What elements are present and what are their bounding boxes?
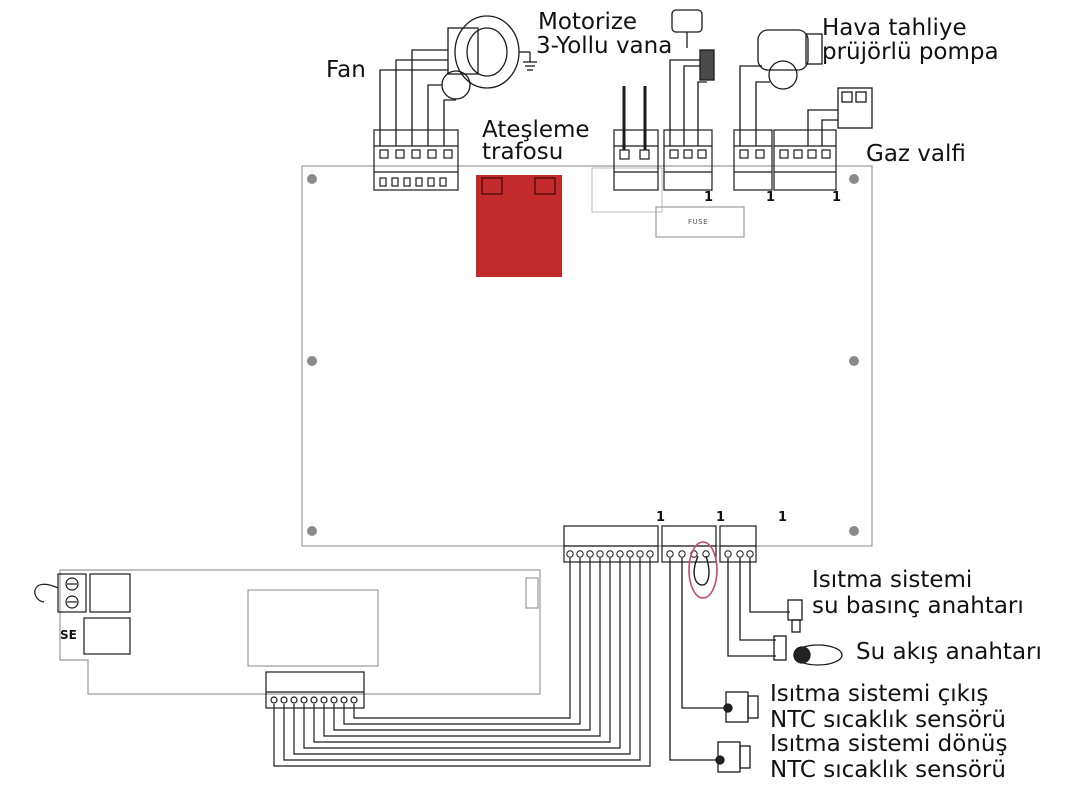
fan-wires xyxy=(379,49,456,146)
main-board xyxy=(301,165,873,547)
secondary-connector xyxy=(265,671,365,709)
mount-holes xyxy=(307,174,859,536)
pressure-switch xyxy=(787,599,803,633)
label-se: SE xyxy=(60,628,77,642)
label-flow-switch: Su akış anahtarı xyxy=(856,639,1042,665)
pump xyxy=(739,29,823,146)
ntc-return-sensor xyxy=(715,741,751,773)
label-fuse: FUSE xyxy=(688,218,709,226)
pump-connector xyxy=(733,129,773,191)
fuse-box xyxy=(655,206,745,238)
label-pump-line1: Hava tahliye xyxy=(822,15,967,41)
ignition-connector xyxy=(613,129,659,191)
pin-one-marker: 1 xyxy=(778,510,788,525)
gas-valve xyxy=(807,87,873,146)
pin-one-marker: 1 xyxy=(766,190,776,205)
pin-one-marker: 1 xyxy=(832,190,842,205)
ntc-out-sensor xyxy=(723,691,759,723)
bottom-connector-left xyxy=(563,525,659,563)
label-gas-valve: Gaz valfi xyxy=(866,141,966,167)
bottom-connector-right xyxy=(719,525,757,563)
gas-valve-connector xyxy=(773,129,837,191)
label-fan: Fan xyxy=(326,57,366,83)
harness-wires xyxy=(273,558,651,767)
label-pressure-line2: su basınç anahtarı xyxy=(812,593,1024,619)
pin-one-marker: 1 xyxy=(704,190,714,205)
label-ignition-line1: Ateşleme xyxy=(482,117,590,143)
fan-motor xyxy=(441,15,537,100)
three-way-valve xyxy=(669,9,715,146)
secondary-board xyxy=(59,569,541,695)
label-valve-line2: 3-Yollu vana xyxy=(536,33,673,59)
jumper-loop xyxy=(688,541,718,599)
label-valve-line1: Motorize xyxy=(538,9,638,35)
label-ntc-out-line2: NTC sıcaklık sensörü xyxy=(770,707,1006,733)
label-ntc-out-line1: Isıtma sistemi çıkış xyxy=(770,681,989,707)
flow-switch xyxy=(773,635,843,666)
ignition-wires xyxy=(622,86,647,150)
valve-connector xyxy=(663,129,713,191)
label-ignition-line2: trafosu xyxy=(482,139,564,165)
label-ntc-ret-line2: NTC sıcaklık sensörü xyxy=(770,757,1006,783)
connector-pins xyxy=(566,550,754,558)
se-terminal xyxy=(34,573,131,655)
ignition-transformer xyxy=(476,175,562,277)
label-pump-line2: prüjörlü pompa xyxy=(822,39,999,65)
label-pressure-line1: Isıtma sistemi xyxy=(812,567,973,593)
label-ntc-ret-line1: Isıtma sistemi dönüş xyxy=(770,731,1008,757)
sensor-wires xyxy=(669,558,790,761)
fan-connector xyxy=(373,129,459,191)
pin-one-marker: 1 xyxy=(716,510,726,525)
pin-one-marker: 1 xyxy=(656,510,666,525)
